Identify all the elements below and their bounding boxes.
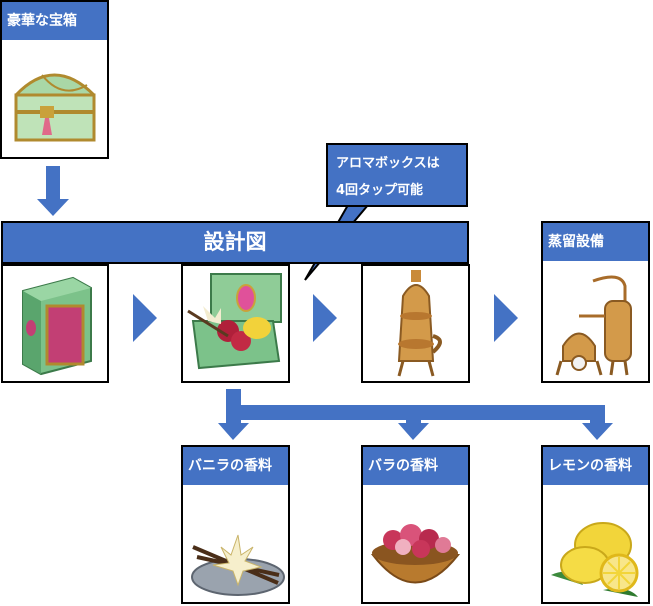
down-arrow-chest xyxy=(37,166,69,216)
right-arrow-1 xyxy=(133,294,157,342)
vanilla-fragrance-card: バニラの香料 xyxy=(181,445,290,604)
callout-line-1: アロマボックスは xyxy=(336,156,440,171)
treasure-chest-card: 豪華な宝箱 xyxy=(0,0,109,159)
copper-vessel-icon xyxy=(397,270,442,377)
aroma-box-card xyxy=(181,264,290,383)
aroma-box-callout: アロマボックスは 4回タップ可能 xyxy=(326,143,468,207)
green-box-icon xyxy=(22,276,92,376)
distillation-card: 蒸留設備 xyxy=(541,221,650,383)
branch-arrows xyxy=(218,389,613,440)
treasure-chest-icon xyxy=(14,73,96,142)
rose-fragrance-label: バラの香料 xyxy=(363,447,468,485)
lemon-fragrance-label: レモンの香料 xyxy=(543,447,648,485)
aroma-box-icon xyxy=(187,273,282,370)
rose-petals-icon xyxy=(370,524,461,584)
rose-fragrance-card: バラの香料 xyxy=(361,445,470,604)
blueprint-banner: 設計図 xyxy=(1,221,469,264)
callout-line-2: 4回タップ可能 xyxy=(336,183,424,198)
vanilla-icon xyxy=(191,534,285,596)
lemon-fragrance-card: レモンの香料 xyxy=(541,445,650,604)
right-arrow-2 xyxy=(313,294,337,342)
vanilla-fragrance-label: バニラの香料 xyxy=(183,447,288,485)
right-arrow-3 xyxy=(494,294,518,342)
stage-box-card xyxy=(1,264,109,383)
distillation-label: 蒸留設備 xyxy=(543,223,648,261)
lemon-icon xyxy=(551,522,639,597)
copper-vessel-card xyxy=(361,264,470,383)
treasure-chest-label: 豪華な宝箱 xyxy=(2,2,107,40)
distillation-icon xyxy=(555,275,632,376)
